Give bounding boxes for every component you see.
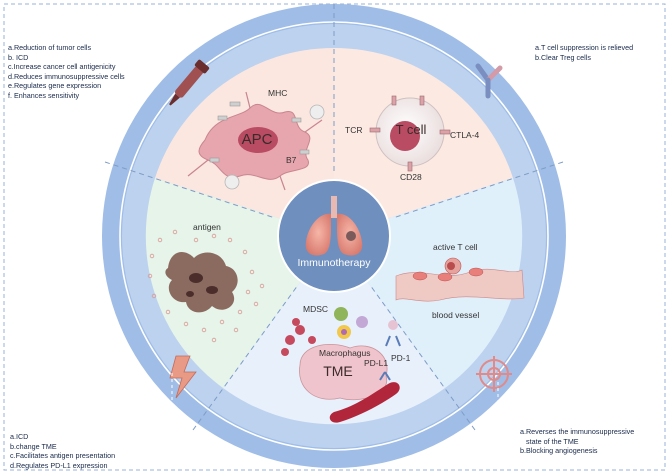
antigen-label: antigen xyxy=(193,222,221,232)
list-item: b. ICD xyxy=(8,52,29,62)
active-tcell-label: active T cell xyxy=(433,242,478,252)
center-circle xyxy=(277,179,391,293)
cd28-label: CD28 xyxy=(400,172,422,182)
pd1-label: PD-1 xyxy=(391,353,411,363)
dual-immunotherapy-title: Dual immunotherapy xyxy=(527,10,657,25)
vessel-illustration xyxy=(395,257,525,302)
dual-immunotherapy-list: a.T cell suppression is relieved b.Clear… xyxy=(535,43,633,62)
list-item: b.Blocking angiogenesis xyxy=(520,446,598,456)
tme-illustration xyxy=(281,307,401,423)
lightning-icon xyxy=(169,355,197,399)
pdl1-label: PD-L1 xyxy=(364,358,388,368)
center-label: Immunotherapy xyxy=(298,257,372,269)
list-item: f. Enhances sensitivity xyxy=(8,90,80,100)
list-item: d.Regulates PD-L1 expression xyxy=(10,460,108,470)
list-item: e.Regulates gene expression xyxy=(8,81,102,91)
list-item: d.Reduces immunosuppressive cells xyxy=(8,71,125,81)
targeted-therapy-title: Targeted therapy xyxy=(552,406,657,421)
lungs-icon xyxy=(305,196,363,256)
list-item: c.Facilitates antigen presentation xyxy=(10,451,116,461)
macrophage-label: Macrophagus xyxy=(319,348,371,358)
apc-title: APC xyxy=(242,131,273,148)
tcell-illustration xyxy=(369,95,451,172)
list-item: a.Reduction of tumor cells xyxy=(8,43,92,52)
ctla4-label: CTLA-4 xyxy=(450,130,480,140)
blood-vessel-label: blood vessel xyxy=(432,310,479,320)
corner-connectors xyxy=(112,17,540,413)
antigen-illustration xyxy=(147,229,265,343)
tme-title: TME xyxy=(323,363,353,379)
tcell-title: T cell xyxy=(396,122,427,137)
crosshair-icon xyxy=(476,356,512,392)
sector-dividers xyxy=(104,4,564,431)
chemotherapy-title: Chemotherapy xyxy=(12,10,104,25)
b7-label: B7 xyxy=(286,155,297,165)
radiotherapy-list: a.ICD b.change TME c.Facilitates antigen… xyxy=(10,432,115,470)
list-item: a.Reverses the immunosuppressive xyxy=(520,427,635,436)
targeted-therapy-list: a.Reverses the immunosuppressive state o… xyxy=(520,427,634,456)
chemotherapy-list: a.Reduction of tumor cells b. ICD c.Incr… xyxy=(8,43,125,101)
list-item: b.Clear Treg cells xyxy=(535,52,591,62)
sector-tme xyxy=(223,236,445,425)
list-item: a.T cell suppression is relieved xyxy=(535,43,634,52)
apc-illustration xyxy=(187,91,325,191)
mdsc-label: MDSC xyxy=(303,304,328,314)
tcr-label: TCR xyxy=(345,125,362,135)
list-item: a.ICD xyxy=(10,432,29,441)
list-item: state of the TME xyxy=(526,436,579,446)
list-item: b.change TME xyxy=(10,441,57,451)
mhc-label: MHC xyxy=(268,88,287,98)
antibody-icon xyxy=(475,63,503,99)
dropper-icon xyxy=(169,59,210,106)
list-item: c.Increase cancer cell antigenicity xyxy=(8,62,116,72)
radiotherapy-title: Radiotherapy xyxy=(12,403,96,418)
